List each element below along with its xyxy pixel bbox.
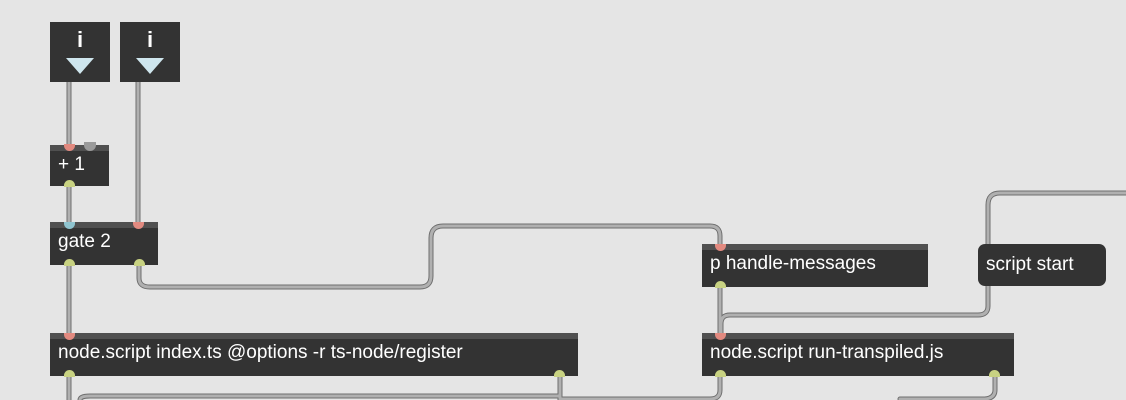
handle-messages-inlet[interactable]	[715, 244, 726, 251]
number-box-label: i	[146, 27, 154, 52]
node-index-outlet-left[interactable]	[64, 370, 75, 377]
cord-outline	[718, 283, 991, 336]
node-run-inlet[interactable]	[715, 333, 726, 340]
gate-outlet-1[interactable]	[64, 259, 75, 266]
gate-outlet-2[interactable]	[134, 259, 145, 266]
node-run-outlet-right[interactable]	[989, 370, 1000, 377]
plus-left-inlet[interactable]	[64, 144, 75, 151]
message-label: script start	[986, 254, 1074, 275]
node-run-outlet-left[interactable]	[715, 370, 726, 377]
node-index-inlet[interactable]	[64, 333, 75, 340]
plus-right-inlet[interactable]	[84, 142, 96, 151]
gate-left-inlet[interactable]	[64, 222, 75, 229]
plus-one-object[interactable]: + 1	[50, 145, 109, 186]
integer-number-box-1[interactable]: i	[50, 22, 110, 82]
plus-outlet[interactable]	[64, 180, 75, 187]
down-triangle-icon	[136, 58, 164, 74]
handle-messages-outlet[interactable]	[715, 281, 726, 288]
object-label: + 1	[58, 154, 85, 175]
gate-object[interactable]: gate 2	[50, 222, 158, 265]
down-triangle-icon	[66, 58, 94, 74]
number-box-label: i	[76, 27, 84, 52]
object-label: p handle-messages	[710, 253, 876, 274]
cord-node-run-out-right	[898, 374, 997, 400]
script-start-message[interactable]: script start	[978, 244, 1106, 286]
cord-bottom-to-node-run	[558, 374, 722, 400]
node-script-run-transpiled-object[interactable]: node.script run-transpiled.js	[702, 333, 1014, 376]
gate-right-inlet[interactable]	[133, 222, 144, 229]
cord-script-start-to-node-run	[719, 284, 990, 335]
node-script-index-object[interactable]: node.script index.ts @options -r ts-node…	[50, 333, 578, 376]
cord-offscreen-to-script-start	[986, 191, 1126, 246]
object-label: gate 2	[58, 231, 111, 252]
integer-number-box-2[interactable]: i	[120, 22, 180, 82]
cord-outline	[985, 190, 1126, 247]
node-index-outlet-right[interactable]	[554, 370, 565, 377]
cord-gate-to-handle-messages	[137, 224, 722, 289]
object-label: node.script run-transpiled.js	[710, 342, 944, 363]
cord-bottom-horizontal	[78, 394, 562, 400]
handle-messages-subpatcher[interactable]: p handle-messages	[702, 244, 928, 287]
object-label: node.script index.ts @options -r ts-node…	[58, 342, 463, 363]
cord-outline	[557, 373, 723, 400]
cord-outline	[897, 373, 998, 400]
